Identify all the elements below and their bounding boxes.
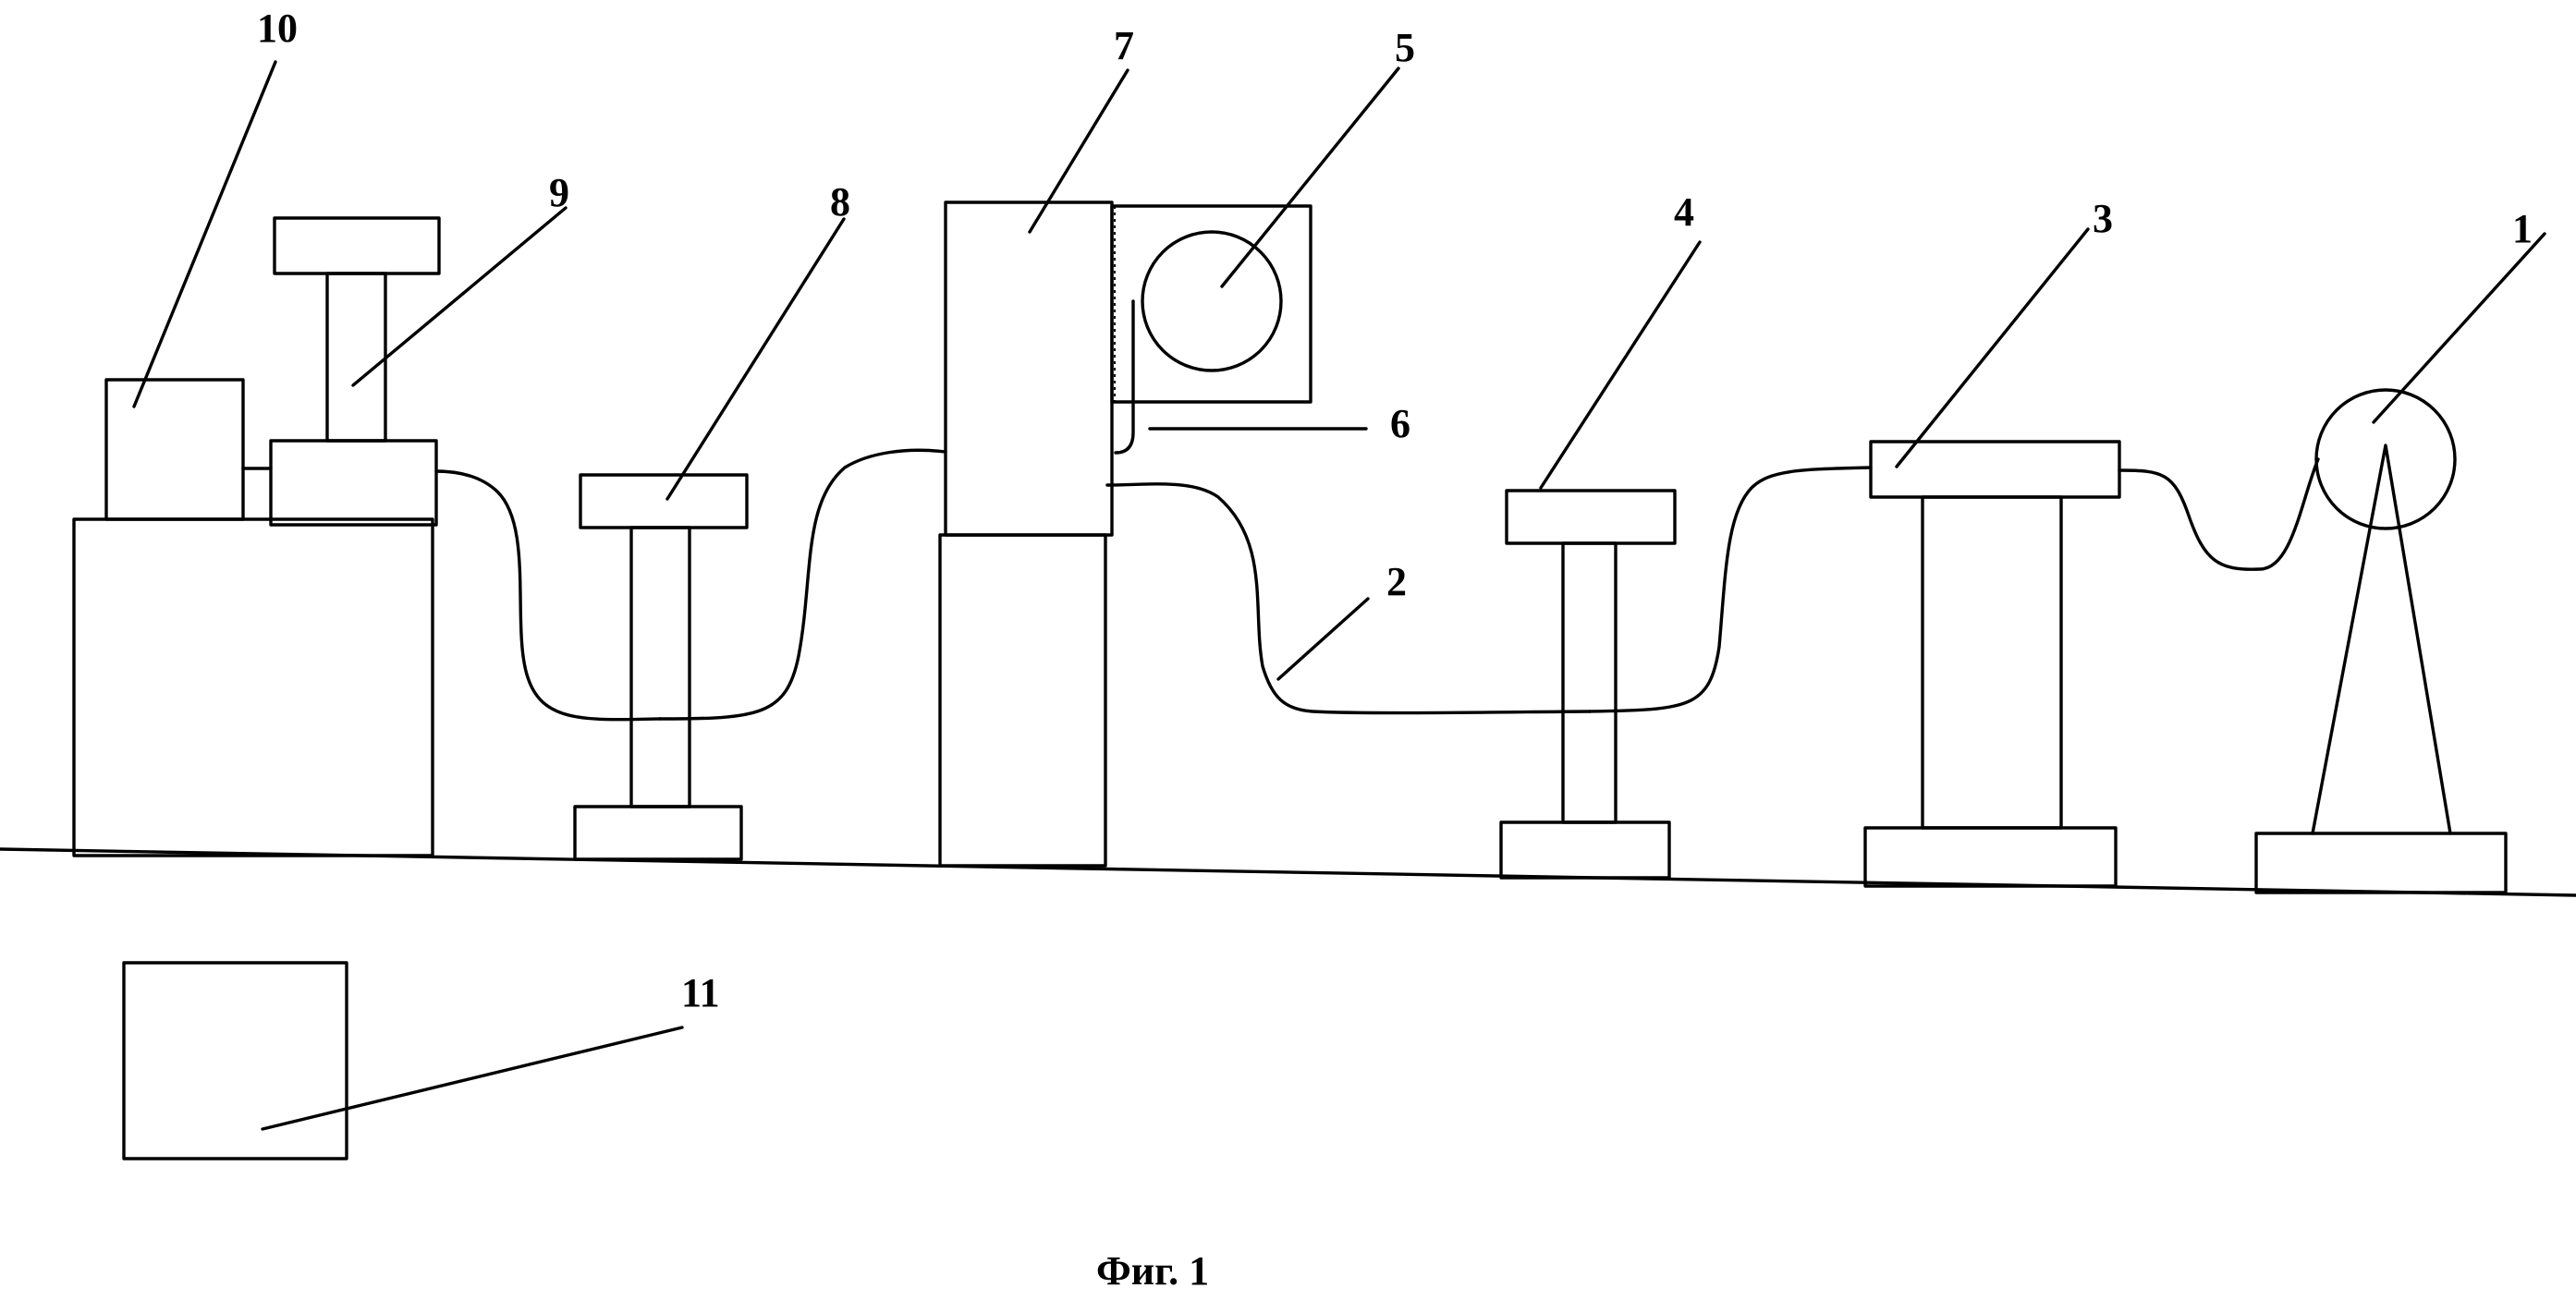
cable-support-4-to-unit-7 bbox=[1107, 484, 1590, 713]
label-10: 10 bbox=[257, 6, 298, 51]
unit-11-box bbox=[124, 963, 347, 1159]
label-11: 11 bbox=[681, 970, 720, 1015]
unit-10-box bbox=[106, 380, 243, 519]
support-4 bbox=[1501, 491, 1675, 878]
leader-lines bbox=[134, 62, 2545, 1129]
cable-reel-to-unit-3 bbox=[2119, 459, 2318, 569]
guide-6 bbox=[1116, 301, 1133, 453]
unit-9-base-block bbox=[271, 441, 436, 525]
support-8-column bbox=[631, 528, 690, 807]
support-8-top bbox=[580, 475, 747, 528]
support-4-top bbox=[1507, 491, 1675, 543]
label-9: 9 bbox=[549, 170, 569, 215]
reel-1-station bbox=[2256, 390, 2506, 893]
leader-3 bbox=[1897, 229, 2088, 467]
label-1: 1 bbox=[2512, 206, 2533, 251]
unit-7-upper-body bbox=[946, 202, 1112, 535]
label-4: 4 bbox=[1674, 189, 1694, 235]
reference-numerals: 1 2 3 4 5 6 7 8 9 10 11 bbox=[257, 6, 2533, 1015]
cabinet-base bbox=[74, 519, 433, 856]
label-7: 7 bbox=[1114, 23, 1134, 68]
cable-support-8-to-unit-9 bbox=[436, 471, 660, 720]
label-2: 2 bbox=[1386, 559, 1407, 604]
leader-1 bbox=[2374, 234, 2545, 422]
unit-10-9-station bbox=[74, 218, 439, 856]
support-4-base bbox=[1501, 822, 1669, 878]
unit-3-frame bbox=[1923, 497, 2061, 828]
support-8 bbox=[575, 475, 747, 859]
unit-9-column bbox=[327, 273, 385, 441]
label-5: 5 bbox=[1395, 25, 1415, 70]
drum-5-circle bbox=[1142, 232, 1281, 371]
leader-8 bbox=[667, 219, 844, 499]
label-6: 6 bbox=[1390, 401, 1410, 446]
support-4-column bbox=[1563, 543, 1616, 822]
unit-9-top-plate bbox=[275, 218, 439, 273]
reel-1-base bbox=[2256, 833, 2506, 893]
label-3: 3 bbox=[2093, 196, 2113, 241]
unit-3-base bbox=[1865, 828, 2116, 886]
leader-4 bbox=[1541, 242, 1700, 488]
unit-7-station bbox=[940, 202, 1311, 866]
leader-11 bbox=[262, 1027, 682, 1129]
support-8-base bbox=[575, 807, 741, 859]
leader-2 bbox=[1278, 599, 1368, 679]
unit-3-table bbox=[1865, 442, 2119, 886]
figure-caption: Фиг. 1 bbox=[1096, 1248, 1209, 1294]
cable-unit-3-to-support-4 bbox=[1590, 468, 1871, 711]
label-8: 8 bbox=[830, 179, 850, 225]
unit-7-lower-body bbox=[940, 535, 1105, 866]
cable-unit-7-to-support-8 bbox=[660, 450, 946, 719]
leader-10 bbox=[134, 62, 275, 407]
cable-2-path bbox=[436, 450, 2318, 719]
